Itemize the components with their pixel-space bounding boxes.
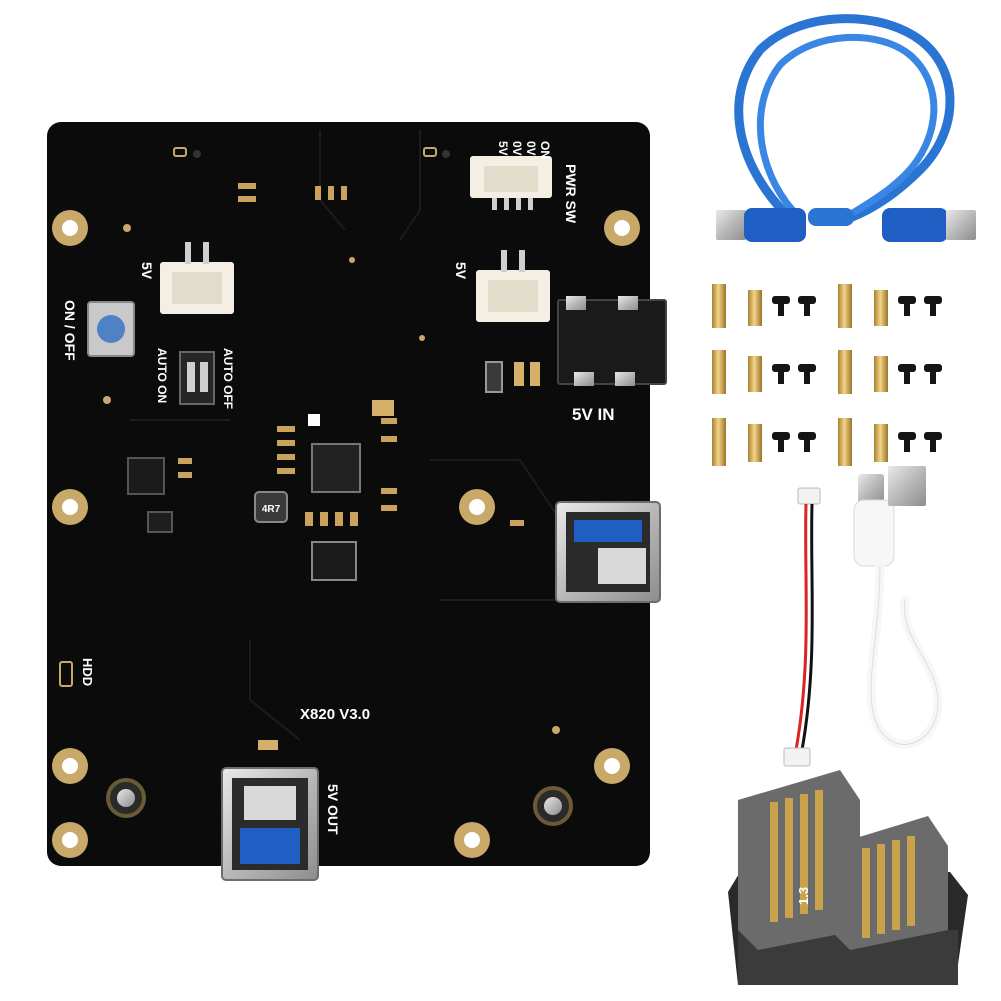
fan-left-label: 5V [139,262,155,280]
five-v-out-label: 5V OUT [325,784,341,835]
on-off-button [87,301,135,357]
hdd-label: HDD [80,658,95,686]
pwr-sw-connector [470,156,552,210]
on-off-label: ON / OFF [62,300,78,361]
jst-power-cable [783,487,821,767]
pwr-sw-label: PWR SW [563,164,579,224]
usb3-port-right [555,501,661,603]
micro-usb-cable [853,466,943,749]
pin-label-on: ON [538,141,552,159]
pin-label-0v-a: 0V [524,141,538,156]
standoffs-and-screws [712,284,942,466]
pwr-pin-labels: ON 0V 0V 5V [496,141,552,159]
adapter-marking: 1.3 [796,887,811,905]
inductor-marking: 4R7 [262,504,281,515]
expansion-board: 4R7 [47,122,667,881]
usb-bridge-adapter: 1.3 [728,770,968,985]
dc-power-jack [557,296,667,386]
auto-jumper [179,351,215,405]
auto-on-label: AUTO ON [155,348,169,403]
fan-connector-left [160,242,234,314]
fan-connector-right [476,250,550,322]
pin-label-5v: 5V [496,141,510,156]
mounting-holes [52,210,640,858]
auto-off-label: AUTO OFF [221,348,235,409]
board-model-label: X820 V3.0 [300,706,370,723]
five-v-in-label: 5V IN [572,405,615,424]
pin-label-0v-b: 0V [510,141,524,156]
usb3-port-bottom [221,767,319,881]
usb3-cable [716,14,976,242]
fan-right-label: 5V [453,262,469,280]
inductor: 4R7 [254,491,288,523]
